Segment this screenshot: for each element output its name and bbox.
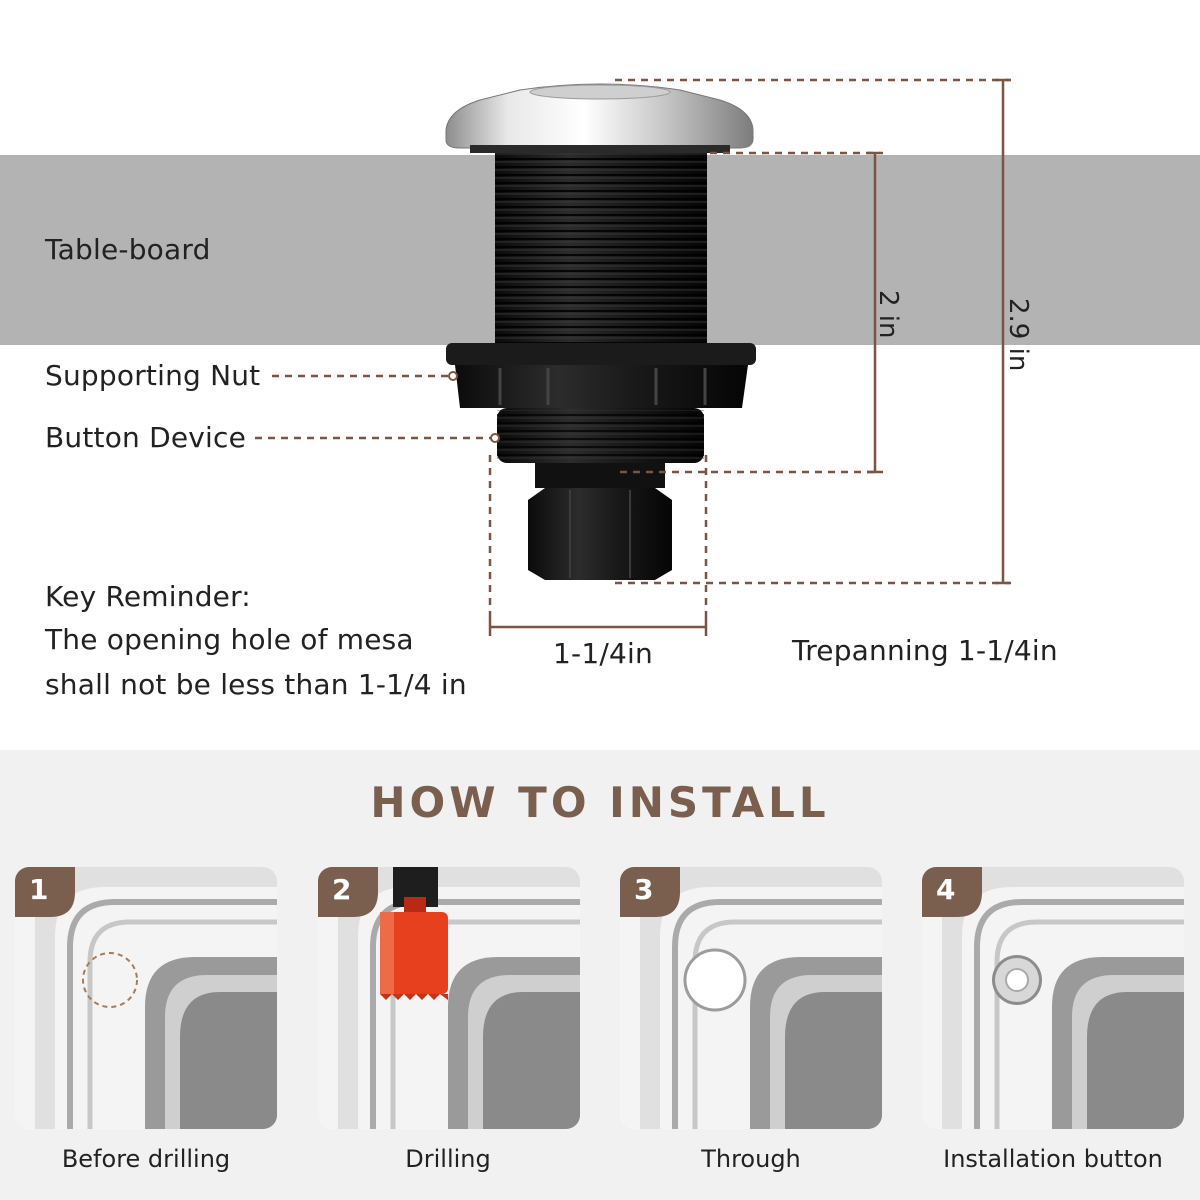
- step-caption-2: Drilling: [405, 1145, 491, 1173]
- product-diagram-section: 2 in 2.9 in Table-board Supporting Nut B…: [0, 78, 1200, 701]
- chrome-cap: [445, 83, 754, 153]
- step-number-3: 3: [634, 873, 654, 906]
- button-dimension-diagram: 2 in 2.9 in: [255, 78, 1033, 636]
- dim-height-thread: 2 in: [873, 290, 903, 339]
- key-reminder-title: Key Reminder:: [45, 580, 251, 613]
- step-badge-4: [922, 867, 982, 917]
- dimension-lines: [488, 78, 1011, 636]
- step-badge-3: [620, 867, 680, 917]
- step-card-4: 4: [922, 867, 1184, 1129]
- supporting-nut: [446, 343, 756, 408]
- step-card-3: 3: [620, 867, 882, 1129]
- nut-pointer-dot: [448, 371, 458, 381]
- dim-trepanning: Trepanning 1-1/4in: [792, 634, 1058, 667]
- step-badge-2: [318, 867, 378, 917]
- install-title: HOW TO INSTALL: [370, 778, 830, 827]
- threaded-body: [495, 153, 707, 353]
- step-caption-3: Through: [701, 1145, 801, 1173]
- step-card-1: 1: [15, 867, 277, 1129]
- dimension-guides: [255, 78, 1010, 620]
- label-supporting-nut: Supporting Nut: [45, 359, 261, 392]
- key-reminder-line1: The opening hole of mesa: [45, 623, 414, 656]
- dim-width-bottom: 1-1/4in: [553, 637, 653, 670]
- label-button-device: Button Device: [45, 421, 247, 454]
- step-number-4: 4: [936, 873, 956, 906]
- dim-height-total: 2.9 in: [1003, 298, 1033, 371]
- step-number-1: 1: [29, 873, 49, 906]
- device-pointer-dot: [490, 433, 500, 443]
- hex-fitting: [528, 488, 672, 580]
- step-badge-1: [15, 867, 75, 917]
- label-table-board: Table-board: [45, 233, 211, 266]
- key-reminder-line2: shall not be less than 1-1/4 in: [45, 668, 467, 701]
- step-number-2: 2: [332, 873, 352, 906]
- step-card-2: 2: [318, 867, 580, 1129]
- lower-thread: [497, 408, 704, 488]
- step-caption-1: Before drilling: [61, 1145, 231, 1173]
- installed-button-icon: [922, 867, 1184, 1129]
- step-caption-4: Installation button: [943, 1145, 1163, 1173]
